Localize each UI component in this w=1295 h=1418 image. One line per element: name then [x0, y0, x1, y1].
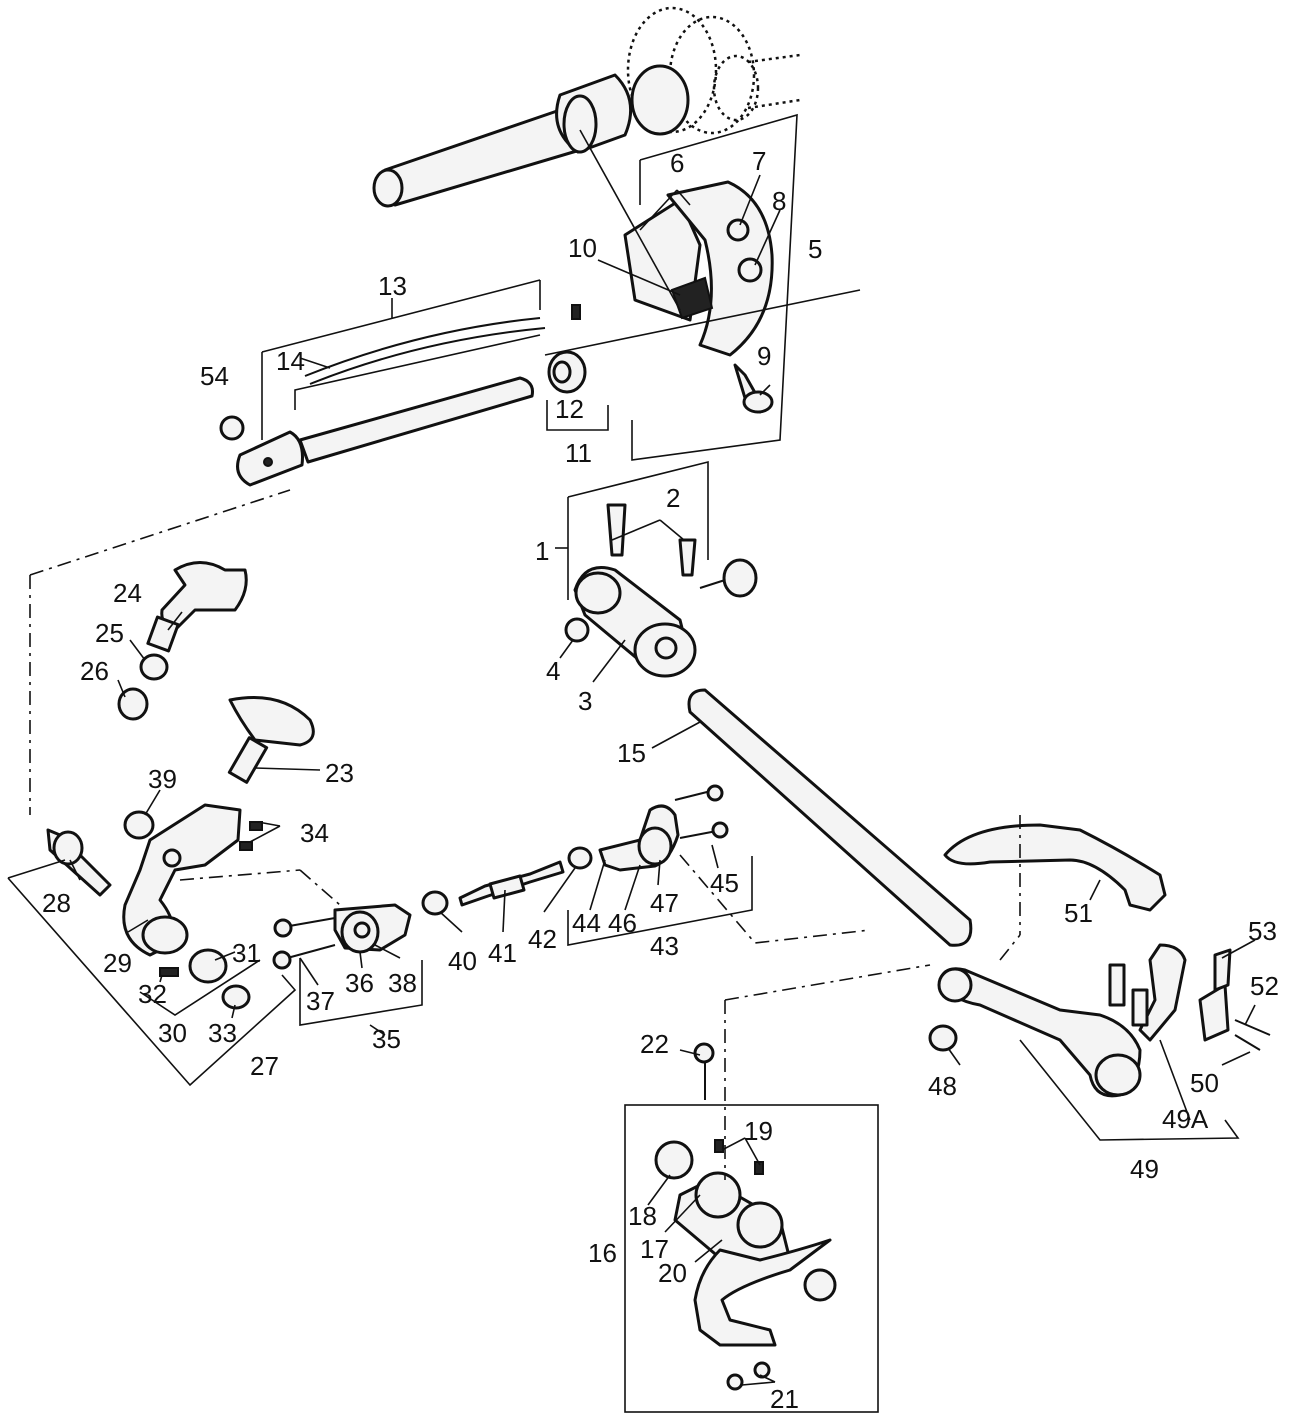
- rocking-shaft: [219, 304, 587, 487]
- label-45: 45: [710, 868, 739, 898]
- label-49: 49: [1130, 1154, 1159, 1184]
- label-21: 21: [770, 1384, 799, 1414]
- label-46: 46: [608, 908, 637, 938]
- label-13: 13: [378, 271, 407, 301]
- label-25: 25: [95, 618, 124, 648]
- label-33: 33: [208, 1018, 237, 1048]
- label-14: 14: [276, 346, 305, 376]
- label-20: 20: [658, 1258, 687, 1288]
- label-24: 24: [113, 578, 142, 608]
- label-47: 47: [650, 888, 679, 918]
- label-37: 37: [306, 986, 335, 1016]
- label-16: 16: [588, 1238, 617, 1268]
- label-17: 17: [640, 1234, 669, 1264]
- part-labels: 1 2 3 4 5 6 7 8 9 10 11 12 13 14 15 16 1…: [42, 146, 1279, 1414]
- bracket-assembly: [624, 1042, 879, 1413]
- label-9: 9: [757, 341, 771, 371]
- label-15: 15: [617, 738, 646, 768]
- label-27: 27: [250, 1051, 279, 1081]
- label-35: 35: [372, 1024, 401, 1054]
- label-41: 41: [488, 938, 517, 968]
- label-43: 43: [650, 931, 679, 961]
- label-12: 12: [555, 394, 584, 424]
- label-48: 48: [928, 1071, 957, 1101]
- label-1: 1: [535, 536, 549, 566]
- label-29: 29: [103, 948, 132, 978]
- label-32: 32: [138, 979, 167, 1009]
- label-8: 8: [772, 186, 786, 216]
- label-49a: 49A: [1162, 1104, 1209, 1134]
- label-34: 34: [300, 818, 329, 848]
- label-39: 39: [148, 764, 177, 794]
- looper-holder: [623, 180, 774, 414]
- label-5: 5: [808, 234, 822, 264]
- label-54: 54: [200, 361, 229, 391]
- main-shaft-assembly: [372, 6, 801, 208]
- label-3: 3: [578, 686, 592, 716]
- label-38: 38: [388, 968, 417, 998]
- label-19: 19: [744, 1116, 773, 1146]
- leader-lines: [7, 113, 1256, 1386]
- label-6: 6: [670, 148, 684, 178]
- label-18: 18: [628, 1201, 657, 1231]
- label-2: 2: [666, 483, 680, 513]
- link-assembly-middle: [272, 784, 729, 970]
- clamp-assembly: [564, 503, 758, 678]
- label-36: 36: [345, 968, 374, 998]
- label-50: 50: [1190, 1068, 1219, 1098]
- rod-15: [687, 688, 973, 947]
- label-42: 42: [528, 924, 557, 954]
- label-10: 10: [568, 233, 597, 263]
- label-51: 51: [1064, 898, 1093, 928]
- label-40: 40: [448, 946, 477, 976]
- label-52: 52: [1250, 971, 1279, 1001]
- label-4: 4: [546, 656, 560, 686]
- label-44: 44: [572, 908, 601, 938]
- label-23: 23: [325, 758, 354, 788]
- label-53: 53: [1248, 916, 1277, 946]
- label-31: 31: [232, 938, 261, 968]
- label-22: 22: [640, 1029, 669, 1059]
- label-7: 7: [752, 146, 766, 176]
- knee-lever-assembly: [928, 823, 1271, 1098]
- label-11: 11: [565, 438, 592, 468]
- label-28: 28: [42, 888, 71, 918]
- label-26: 26: [80, 656, 109, 686]
- lever-assembly-left: [46, 561, 315, 1010]
- label-30: 30: [158, 1018, 187, 1048]
